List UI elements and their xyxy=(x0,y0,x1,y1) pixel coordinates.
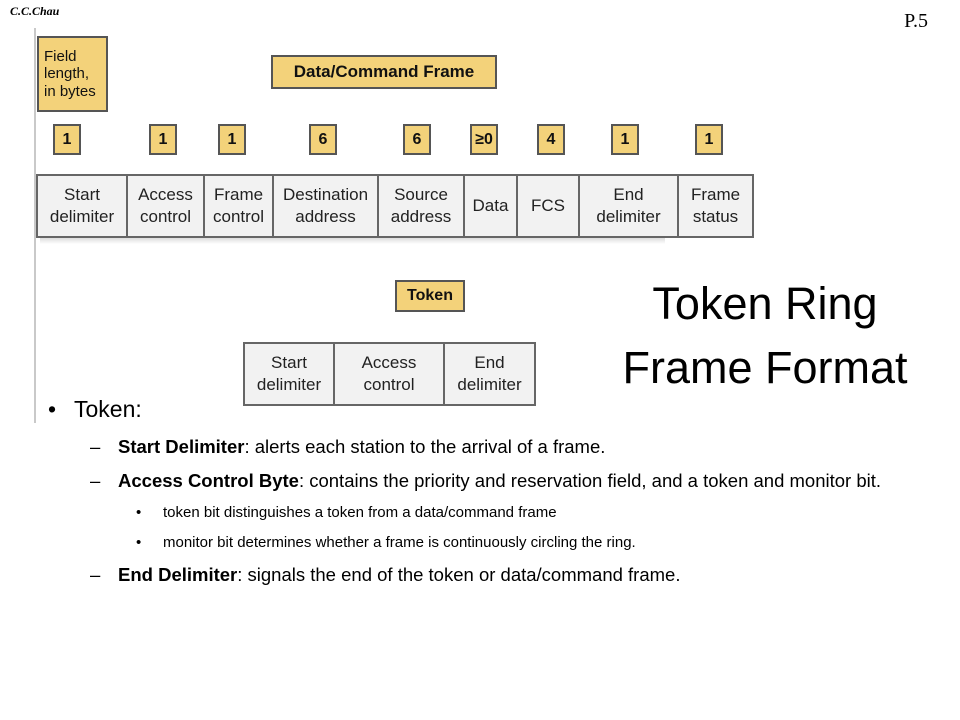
bullet-list: Token: –Start Delimiter: alerts each sta… xyxy=(48,392,928,588)
bullet-marker: • xyxy=(136,534,142,551)
frame-shadow xyxy=(40,238,665,244)
length-box: 1 xyxy=(149,124,177,155)
item-text: : alerts each station to the arrival of … xyxy=(244,436,606,457)
subitem-text: monitor bit determines whether a frame i… xyxy=(163,534,636,551)
bullet-token: Token: xyxy=(48,392,928,426)
token-field: Start delimiter xyxy=(245,344,335,404)
length-box: 6 xyxy=(309,124,337,155)
field-length-label: Field length, in bytes xyxy=(37,36,108,112)
slide-title: Token Ring Frame Format xyxy=(622,278,908,393)
length-box: 1 xyxy=(611,124,639,155)
length-box: 6 xyxy=(403,124,431,155)
subitem-monitor-bit: • monitor bit determines whether a frame … xyxy=(48,532,928,554)
frame-field: Access control xyxy=(128,176,205,236)
dash-marker: – xyxy=(90,436,101,457)
dash-marker: – xyxy=(90,470,101,491)
author-label: C.C.Chau xyxy=(10,4,60,18)
subitem-text: token bit distinguishes a token from a d… xyxy=(163,504,557,521)
data-command-frame-row: Start delimiter Access control Frame con… xyxy=(36,174,754,238)
bullet-marker: • xyxy=(136,504,142,521)
frame-field: End delimiter xyxy=(580,176,679,236)
frame-field: Start delimiter xyxy=(38,176,128,236)
dash-marker: – xyxy=(90,564,101,585)
frame-field: Source address xyxy=(379,176,465,236)
item-term: End Delimiter xyxy=(118,564,238,585)
item-term: Access Control Byte xyxy=(118,470,299,491)
frame-field: Frame status xyxy=(690,184,741,226)
length-box: 1 xyxy=(53,124,81,155)
length-box: 1 xyxy=(695,124,723,155)
frame-field: Data xyxy=(465,176,518,236)
item-text: : signals the end of the token or data/c… xyxy=(237,564,681,585)
item-access-control: –Access Control Byte: contains the prior… xyxy=(48,468,928,494)
frame-field: Destination address xyxy=(274,176,379,236)
item-text: : contains the priority and reservation … xyxy=(298,470,882,491)
frame-field: FCS xyxy=(518,176,580,236)
subitem-token-bit: • token bit distinguishes a token from a … xyxy=(48,502,928,524)
item-term: Start Delimiter xyxy=(118,436,245,457)
token-title: Token xyxy=(395,280,465,312)
frame-field: Frame control xyxy=(205,176,274,236)
page-number: P.5 xyxy=(904,10,928,32)
token-field: Access control xyxy=(335,344,445,404)
item-end-delimiter: –End Delimiter: signals the end of the t… xyxy=(48,562,928,588)
length-box: 4 xyxy=(537,124,565,155)
item-start-delimiter: –Start Delimiter: alerts each station to… xyxy=(48,434,928,460)
frame-title: Data/Command Frame xyxy=(271,55,497,89)
token-field: End delimiter xyxy=(457,352,522,394)
length-box: ≥0 xyxy=(470,124,498,155)
length-box: 1 xyxy=(218,124,246,155)
left-divider xyxy=(34,28,36,423)
